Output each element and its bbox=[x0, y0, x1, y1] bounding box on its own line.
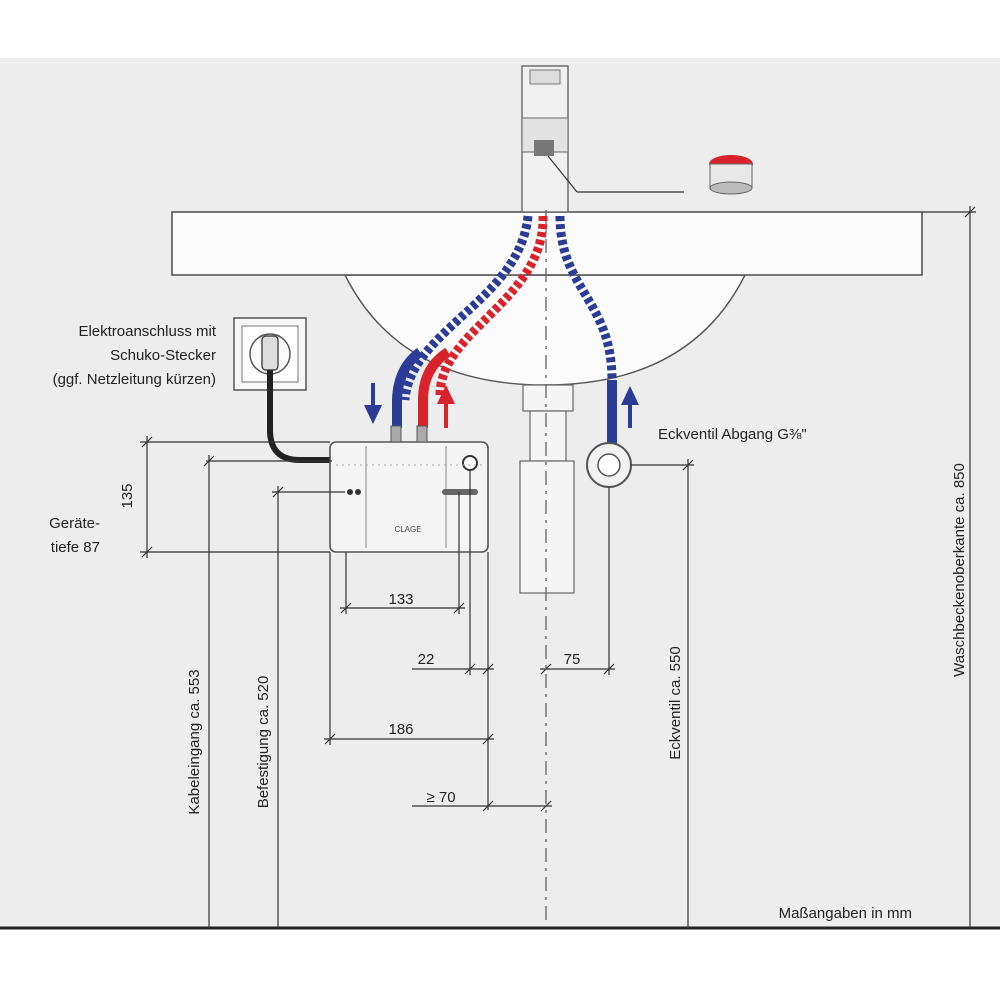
dim-135-label: 135 bbox=[119, 483, 136, 508]
cold-hose-to-valve bbox=[555, 215, 617, 440]
basin-countertop bbox=[171, 211, 923, 276]
hot-pipe-heater bbox=[418, 347, 451, 428]
brand-logo: CLAGE bbox=[394, 525, 421, 534]
dim-186-label: 186 bbox=[388, 721, 413, 738]
drain-siphon bbox=[519, 384, 575, 594]
cold-flow-arrow-down bbox=[364, 383, 382, 424]
dim-22-label: 22 bbox=[418, 651, 435, 668]
dim-75-label: 75 bbox=[564, 651, 581, 668]
wall-background bbox=[0, 58, 1000, 928]
units-note: Maßangaben in mm bbox=[779, 905, 912, 922]
electrical-label-line1: Elektroanschluss mit bbox=[78, 323, 216, 340]
power-cord bbox=[267, 370, 332, 463]
cable-entry-label: Kabeleingang ca. 553 bbox=[186, 669, 203, 814]
device-depth-label-line1: Geräte- bbox=[49, 515, 100, 532]
angle-valve bbox=[586, 442, 632, 488]
aerator-icon bbox=[709, 155, 753, 195]
cold-pipe-heater bbox=[392, 347, 424, 428]
valve-height-label: Eckventil ca. 550 bbox=[667, 646, 684, 759]
aerator-leader-line bbox=[547, 155, 578, 193]
angle-valve-label: Eckventil Abgang G⅜" bbox=[658, 426, 807, 443]
dim-min-70-label: ≥ 70 bbox=[426, 789, 455, 806]
cold-hose-to-heater bbox=[400, 215, 533, 401]
basin-top-label: Waschbeckenoberkante ca. 850 bbox=[951, 463, 968, 677]
hot-hose bbox=[435, 215, 548, 396]
mounting-label: Befestigung ca. 520 bbox=[255, 676, 272, 809]
dim-133-label: 133 bbox=[388, 591, 413, 608]
valve-flow-arrow-up bbox=[621, 386, 639, 428]
electrical-label-line2: Schuko-Stecker bbox=[110, 347, 216, 364]
faucet bbox=[521, 65, 569, 213]
electrical-label-line3: (ggf. Netzleitung kürzen) bbox=[53, 371, 216, 388]
hot-flow-arrow-up bbox=[437, 385, 455, 428]
device-depth-label-line2: tiefe 87 bbox=[51, 539, 100, 556]
